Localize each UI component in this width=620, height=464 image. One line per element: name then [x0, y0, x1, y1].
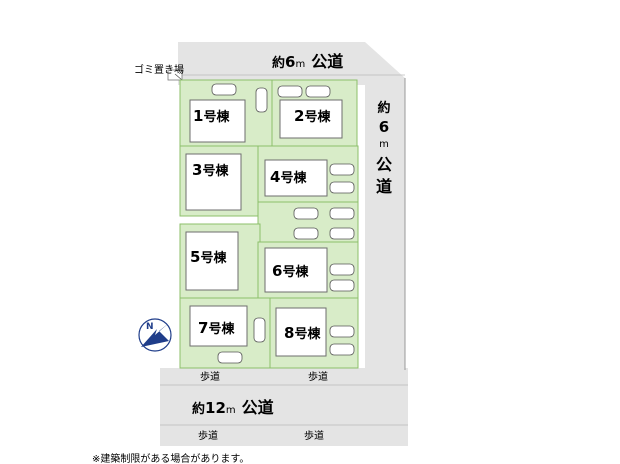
- house-7: [189, 305, 248, 347]
- lot-6-label: 6号棟: [272, 262, 309, 280]
- sidewalk-label-se: 歩道: [304, 429, 324, 442]
- footnote: ※建築制限がある場合があります。: [92, 452, 249, 464]
- house-8: [275, 307, 327, 357]
- lot-8-label: 8号棟: [284, 324, 321, 342]
- south-road: [160, 368, 408, 446]
- sidewalk-label-nw: 歩道: [200, 370, 220, 383]
- svg-text:道: 道: [376, 177, 392, 196]
- east-road: [365, 85, 405, 370]
- east-road-label: 約 6 m 公 道: [376, 100, 392, 196]
- sidewalk-label-ne: 歩道: [308, 370, 328, 383]
- parking-cars: [211, 83, 355, 364]
- house-6: [264, 247, 328, 293]
- house-4: [264, 159, 328, 197]
- svg-text:m: m: [379, 139, 389, 150]
- lot-5-label: 5号棟: [190, 248, 227, 266]
- svg-text:N: N: [146, 322, 154, 332]
- house-1: [189, 99, 246, 143]
- lot-4-label: 4号棟: [270, 168, 307, 186]
- north-road: [178, 42, 405, 85]
- lot-3-label: 3号棟: [192, 161, 229, 179]
- house-3: [185, 153, 242, 211]
- lot-7-label: 7号棟: [198, 319, 235, 337]
- house-2: [279, 99, 343, 139]
- svg-text:約: 約: [377, 100, 390, 116]
- trash-area-box: [167, 69, 183, 81]
- house-5: [185, 231, 239, 291]
- lot-2-label: 2号棟: [294, 107, 331, 125]
- trash-area-label: ゴミ置き場: [134, 63, 184, 76]
- svg-text:公: 公: [376, 155, 392, 174]
- sidewalk-label-sw: 歩道: [198, 429, 218, 442]
- svg-text:6: 6: [379, 118, 389, 136]
- lot-1-label: 1号棟: [193, 107, 230, 125]
- north-arrow-icon: N: [138, 318, 172, 352]
